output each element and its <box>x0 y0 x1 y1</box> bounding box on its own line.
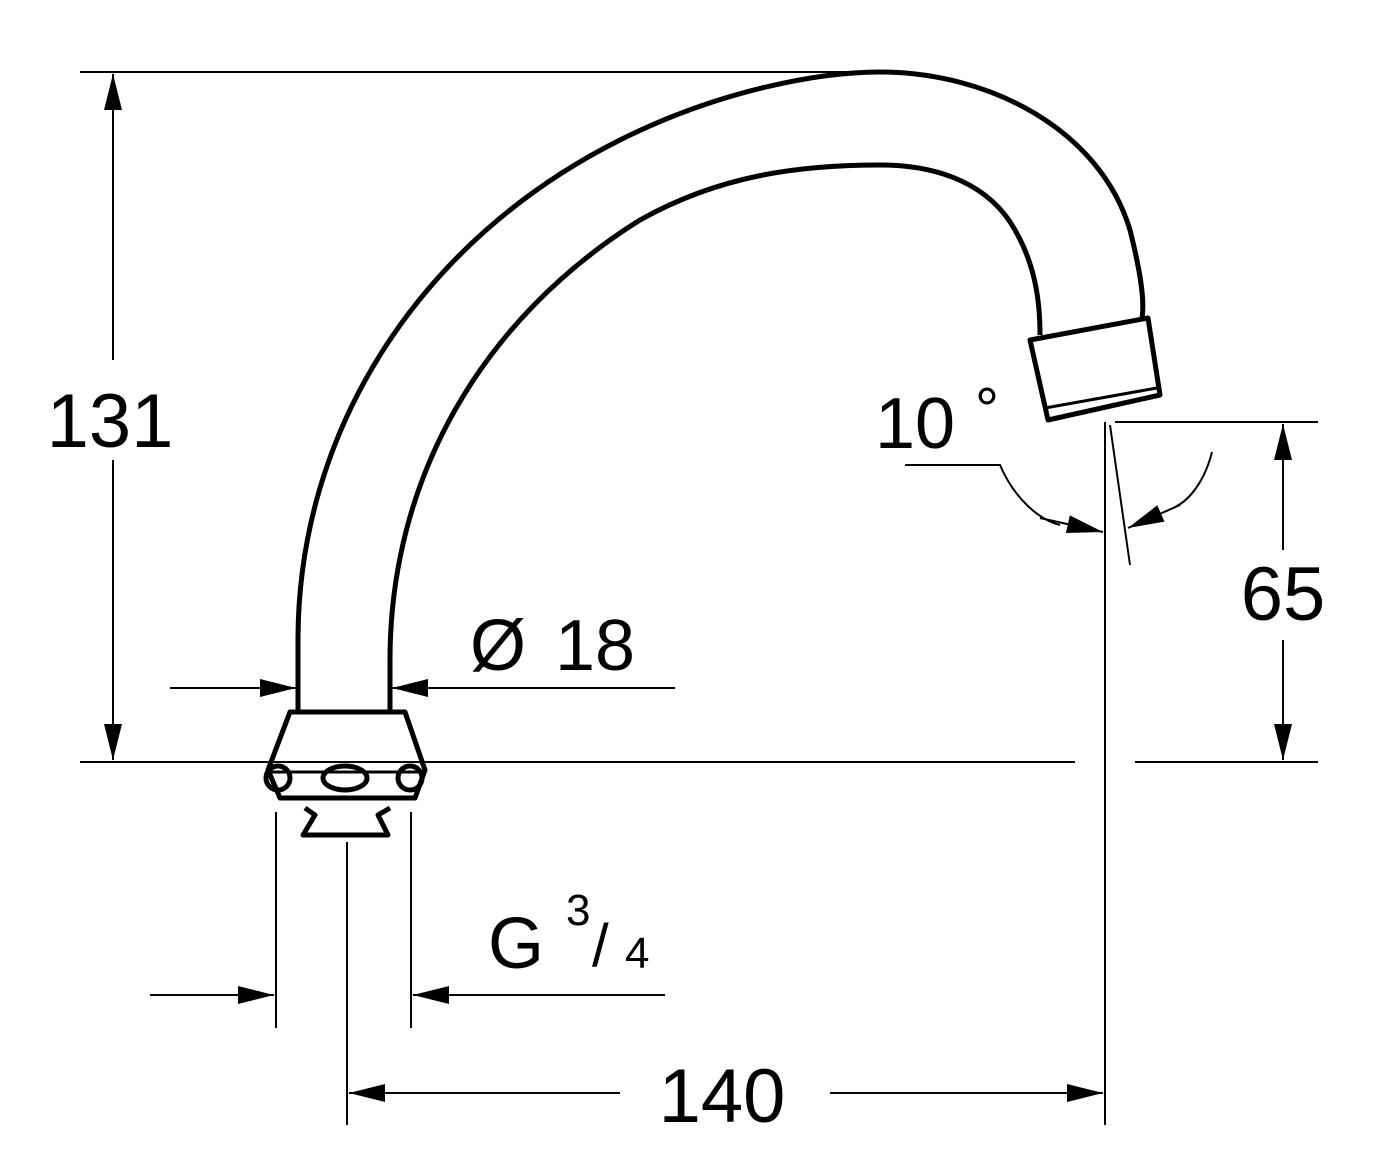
dimension-angle: 10 <box>875 384 955 464</box>
spout-body <box>263 69 1163 838</box>
dimension-thread-prefix: G <box>488 904 544 984</box>
dimension-thread-numerator: 3 <box>566 886 590 935</box>
dimension-projection: 140 <box>659 1054 786 1139</box>
dimension-outlet-height: 65 <box>1241 552 1326 637</box>
dimension-thread-slash: / <box>592 912 609 979</box>
dimension-diameter-symbol: Ø <box>470 606 526 686</box>
dimension-angle-unit: ° <box>975 376 999 443</box>
dimension-height-total: 131 <box>47 379 174 464</box>
dimension-tube-diameter: 18 <box>555 606 635 686</box>
dimension-thread-denominator: 4 <box>625 929 649 978</box>
dimension-lines <box>80 71 1318 1125</box>
